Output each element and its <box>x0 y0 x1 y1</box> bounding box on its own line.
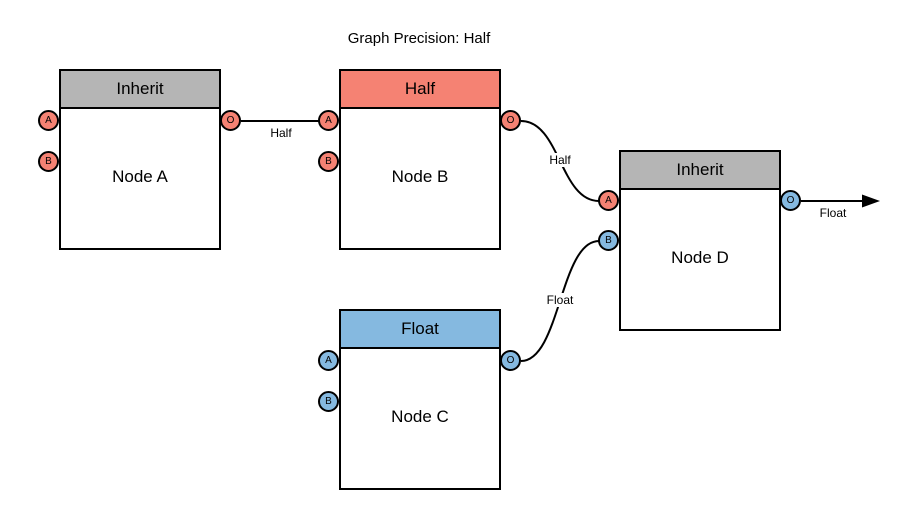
node-b-label: Node B <box>391 167 449 186</box>
node-a-precision-header: Inherit <box>61 71 219 109</box>
edge-label-float-1: Float <box>543 293 577 307</box>
node-b-input-a-port[interactable]: A <box>318 110 339 131</box>
edge-label-half-2: Half <box>546 153 574 167</box>
node-d-output-port[interactable]: O <box>780 190 801 211</box>
node-d-input-b-port[interactable]: B <box>598 230 619 251</box>
edge-label-float-2: Float <box>819 206 847 220</box>
node-b-output-port[interactable]: O <box>500 110 521 131</box>
node-d-label: Node D <box>671 248 729 267</box>
node-c-output-port[interactable]: O <box>500 350 521 371</box>
node-a-input-b-port[interactable]: B <box>38 151 59 172</box>
node-c-precision-header: Float <box>341 311 499 349</box>
node-b-input-b-port[interactable]: B <box>318 151 339 172</box>
node-a-label: Node A <box>112 167 168 186</box>
node-a[interactable]: Inherit Node A <box>59 69 221 250</box>
node-b-precision-header: Half <box>341 71 499 109</box>
node-c-label: Node C <box>391 407 449 426</box>
graph-precision-title: Graph Precision: Half <box>347 30 491 47</box>
node-c-input-a-port[interactable]: A <box>318 350 339 371</box>
node-d[interactable]: Inherit Node D <box>619 150 781 331</box>
node-c[interactable]: Float Node C <box>339 309 501 490</box>
output-arrowhead-icon <box>862 194 880 208</box>
node-a-input-a-port[interactable]: A <box>38 110 59 131</box>
node-d-input-a-port[interactable]: A <box>598 190 619 211</box>
node-d-precision-header: Inherit <box>621 152 779 190</box>
edge-label-half-1: Half <box>270 126 292 140</box>
node-a-output-port[interactable]: O <box>220 110 241 131</box>
node-b[interactable]: Half Node B <box>339 69 501 250</box>
node-c-input-b-port[interactable]: B <box>318 391 339 412</box>
